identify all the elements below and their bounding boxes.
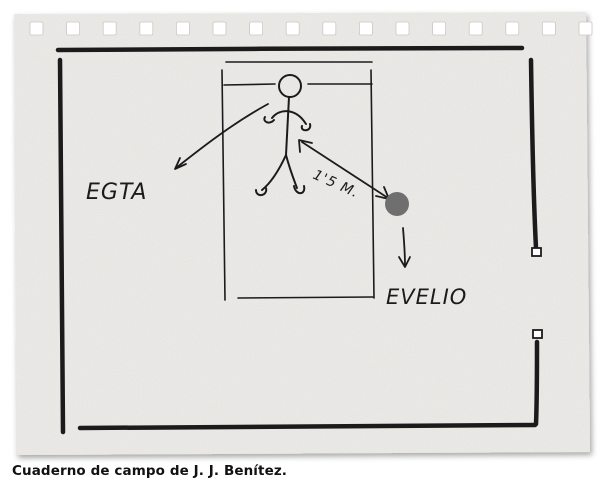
stick-figure — [255, 74, 312, 196]
figure-left-hand — [263, 116, 275, 124]
spiral-hole — [102, 21, 117, 36]
spiral-hole — [542, 21, 556, 36]
spiral-hole — [468, 21, 483, 36]
arrow-to-evelio-head — [398, 256, 411, 268]
spiral-hole — [505, 21, 520, 36]
right-wall-lower — [533, 339, 540, 427]
distance-arrow-head-start — [298, 139, 313, 153]
spiral-hole — [249, 21, 264, 36]
figure-left-leg — [261, 154, 287, 191]
spiral-hole — [29, 21, 44, 36]
bed-bottom-edge — [237, 296, 374, 299]
arrow-to-egta-head — [174, 157, 187, 170]
left-wall — [57, 57, 66, 435]
spiral-hole — [358, 21, 373, 36]
arrows — [174, 103, 411, 268]
bed-left-side — [221, 69, 226, 301]
spiral-holes — [29, 21, 593, 36]
spiral-hole — [578, 21, 593, 36]
figure-right-hand — [300, 123, 312, 132]
spiral-hole — [322, 21, 337, 36]
hinge-upper — [531, 247, 542, 257]
label-evelio: EVELIO — [386, 285, 467, 309]
figure-right-leg — [285, 154, 298, 189]
spiral-hole — [139, 21, 154, 36]
evelio-marker — [385, 192, 409, 216]
door-hinges — [531, 247, 543, 339]
arrow-to-evelio — [402, 227, 406, 267]
room-walls — [55, 45, 540, 435]
paper-sheet — [14, 12, 590, 455]
right-wall-upper — [528, 57, 539, 251]
spiral-hole — [175, 21, 190, 36]
spiral-hole — [432, 21, 447, 36]
spiral-hole — [395, 21, 410, 36]
bed — [221, 61, 375, 301]
figure-left-foot — [255, 187, 268, 196]
figure-arms — [271, 110, 307, 125]
figure-body — [285, 96, 290, 156]
arrow-to-egta — [175, 103, 269, 169]
spiral-hole — [212, 21, 227, 36]
spiral-hole — [66, 21, 80, 36]
photo-caption: Cuaderno de campo de J. J. Benítez. — [12, 463, 288, 479]
top-wall — [55, 45, 525, 53]
bottom-wall — [77, 422, 538, 431]
label-egta: EGTA — [86, 180, 147, 205]
distance-arrow — [301, 141, 389, 199]
bed-head-line-left — [223, 83, 276, 86]
hinge-lower — [532, 329, 543, 339]
spiral-hole — [285, 21, 300, 36]
figure-right-foot — [293, 185, 306, 195]
